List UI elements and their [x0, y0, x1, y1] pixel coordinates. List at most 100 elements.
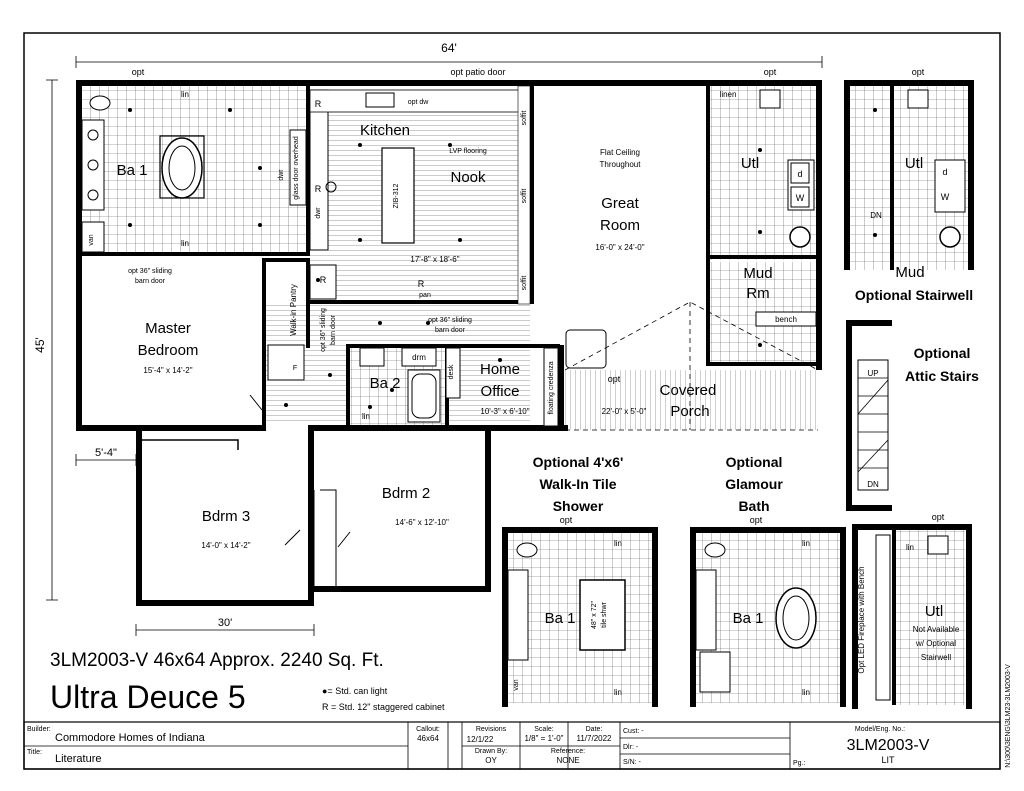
bedroom-closets — [142, 394, 351, 586]
attic-title-1: Optional — [914, 345, 971, 361]
glamour-lin-bottom: lin — [802, 688, 810, 697]
stair-d: d — [942, 167, 947, 177]
kitchen-fixtures — [309, 85, 531, 305]
barn2-2: barn door — [330, 314, 337, 345]
zib-label: ZIB-312 — [393, 183, 400, 208]
drawn-value: OY — [485, 756, 497, 765]
lit-value: LIT — [881, 755, 895, 765]
barn3-1: opt 36" sliding — [428, 317, 472, 324]
lin-ba2: lin — [362, 412, 370, 421]
opt-top-right: opt — [764, 67, 777, 77]
master-bath-fixtures — [81, 95, 307, 253]
bdrm2-dim: 14'-6" x 12'-10" — [395, 518, 449, 527]
dlr-field: Dlr: - — [623, 744, 639, 751]
flat-ceiling-2: Throughout — [600, 160, 642, 169]
nook-label: Nook — [450, 169, 486, 186]
shower-title-2: Walk-In Tile — [539, 476, 616, 492]
stair-w: W — [941, 192, 950, 202]
fireplace-opt: opt — [932, 512, 945, 522]
f-label: F — [293, 365, 297, 372]
barn3-2: barn door — [435, 327, 466, 334]
glamour-opt: opt — [750, 515, 763, 525]
porch-roof-lines — [564, 301, 819, 431]
pg-label: Pg.: — [793, 760, 806, 767]
master-dim: 15'-4" x 14'-2" — [143, 366, 192, 375]
ba2-fixtures — [267, 329, 607, 427]
legend-can-light: ●= Std. can light — [322, 686, 388, 696]
lvp-label: LVP flooring — [449, 148, 487, 155]
shower-lin-bottom: lin — [614, 688, 622, 697]
covered-2: Porch — [670, 403, 709, 420]
flat-ceiling-1: Flat Ceiling — [600, 148, 640, 157]
home-2: Office — [481, 383, 520, 400]
fp-utl: Utl — [925, 603, 943, 620]
shower-lin-top: lin — [614, 539, 622, 548]
not-avail-1: Not Available — [913, 625, 960, 634]
master-2: Bedroom — [138, 342, 199, 359]
shower-van: van — [513, 679, 520, 690]
desk-label: desk — [448, 364, 455, 379]
attic-title-2: Attic Stairs — [905, 368, 979, 384]
linen-label: linen — [720, 90, 737, 99]
fireplace-label: Opt LED Fireplace with Bench — [857, 566, 866, 673]
fireplace-panel-walls — [852, 524, 972, 709]
utility-fixtures — [755, 89, 817, 327]
bdrm3-label: Bdrm 3 — [202, 508, 250, 525]
callout-value: 46x64 — [417, 734, 439, 743]
builder-value: Commodore Homes of Indiana — [55, 732, 206, 744]
barn1-1: opt 36" sliding — [128, 268, 172, 275]
not-avail-3: Stairwell — [921, 653, 951, 662]
opt-patio-door: opt patio door — [450, 67, 505, 77]
glamour-lin-top: lin — [802, 539, 810, 548]
room-labels: Ba 1 lin lin van dwr glass door overhead… — [88, 90, 805, 550]
not-avail-2: w/ Optional — [915, 639, 956, 648]
barn1-2: barn door — [135, 278, 166, 285]
ba1-label: Ba 1 — [117, 162, 148, 179]
ba2-label: Ba 2 — [370, 375, 401, 392]
shower-panel-walls — [502, 527, 658, 707]
home-dim: 10'-3" x 6'-10" — [480, 407, 529, 416]
drawn-label: Drawn By: — [475, 748, 507, 755]
date-label: Date: — [586, 726, 603, 733]
overall-width: 64' — [441, 41, 457, 55]
r-k2: R — [315, 184, 322, 194]
shower-title-3: Shower — [553, 498, 604, 514]
date-value: 11/7/2022 — [577, 734, 613, 743]
kitchen-dim: 17'-8" x 18'-6" — [410, 255, 459, 264]
side-code: N:\300\3ENG\3LM23-3LM2003-V — [1005, 664, 1012, 768]
porch-opt: opt — [608, 374, 621, 384]
tile-shwr-1: 48" x 72" — [591, 601, 598, 629]
attic-dn: DN — [867, 480, 879, 489]
soffit-1: soffit — [521, 111, 528, 126]
glamour-title-1: Optional — [726, 454, 783, 470]
model-info: 3LM2003-V 46x64 Approx. 2240 Sq. Ft. Ult… — [50, 650, 445, 715]
dimension-lines — [46, 56, 823, 636]
sn-field: S/N: - — [623, 759, 642, 766]
legend-cabinet: R = Std. 12" staggered cabinet — [322, 702, 445, 712]
dwr-k: dwr — [315, 207, 322, 219]
kitchen-label: Kitchen — [360, 122, 410, 139]
revisions-label: Revisions — [476, 726, 507, 733]
glamour-ba1: Ba 1 — [733, 610, 764, 627]
credenza-label: floating credenza — [548, 361, 555, 414]
bdrm3-dim: 14'-0" x 14'-2" — [201, 541, 250, 550]
exterior-walls — [76, 80, 822, 606]
attic-stairs-walls — [846, 320, 892, 511]
title-block-text: Builder: Commodore Homes of Indiana Titl… — [27, 726, 930, 767]
master-1: Master — [145, 320, 191, 337]
drm-label: drm — [412, 353, 426, 362]
r-k3: R — [320, 275, 327, 285]
model-eng-value: 3LM2003-V — [847, 737, 930, 754]
stair-mud: Mud — [895, 264, 924, 281]
revisions-value: 12/1/22 — [467, 735, 494, 744]
great-room-2: Room — [600, 217, 640, 234]
bottom-dimension: 30' — [218, 617, 232, 629]
r-k1: R — [315, 99, 322, 109]
glamour-title-2: Glamour — [725, 476, 783, 492]
van-label: van — [88, 234, 95, 245]
stair-dn: DN — [870, 211, 882, 220]
reference-value: NONE — [556, 756, 579, 765]
mud-2: Rm — [746, 285, 769, 302]
shower-title-1: Optional 4'x6' — [533, 454, 624, 470]
dwr-mb: dwr — [278, 169, 285, 181]
